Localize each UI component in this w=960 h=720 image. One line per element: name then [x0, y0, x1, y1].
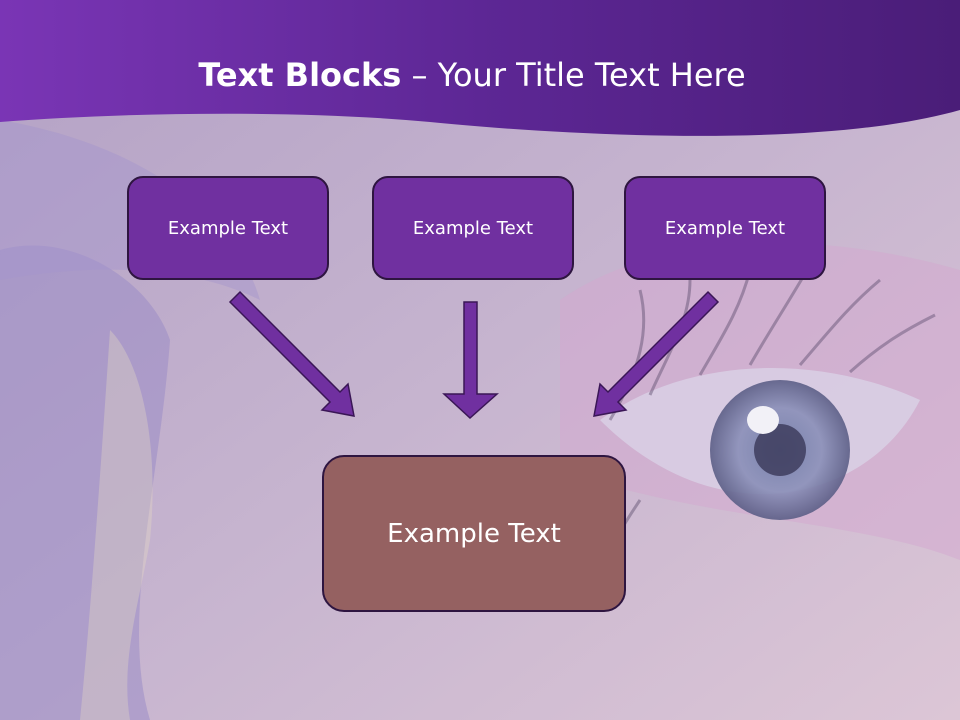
- title-rest: – Your Title Text Here: [401, 56, 746, 94]
- title-bold: Text Blocks: [198, 56, 402, 94]
- text-block-center[interactable]: Example Text: [372, 176, 574, 280]
- text-block-right-label: Example Text: [664, 217, 786, 239]
- text-block-right[interactable]: Example Text: [624, 176, 826, 280]
- text-block-bottom-label: Example Text: [387, 518, 561, 549]
- text-block-left[interactable]: Example Text: [127, 176, 329, 280]
- slide-title: Text Blocks – Your Title Text Here: [0, 52, 944, 98]
- text-block-center-label: Example Text: [412, 217, 534, 239]
- text-block-left-label: Example Text: [167, 217, 289, 239]
- text-block-bottom[interactable]: Example Text: [322, 455, 626, 612]
